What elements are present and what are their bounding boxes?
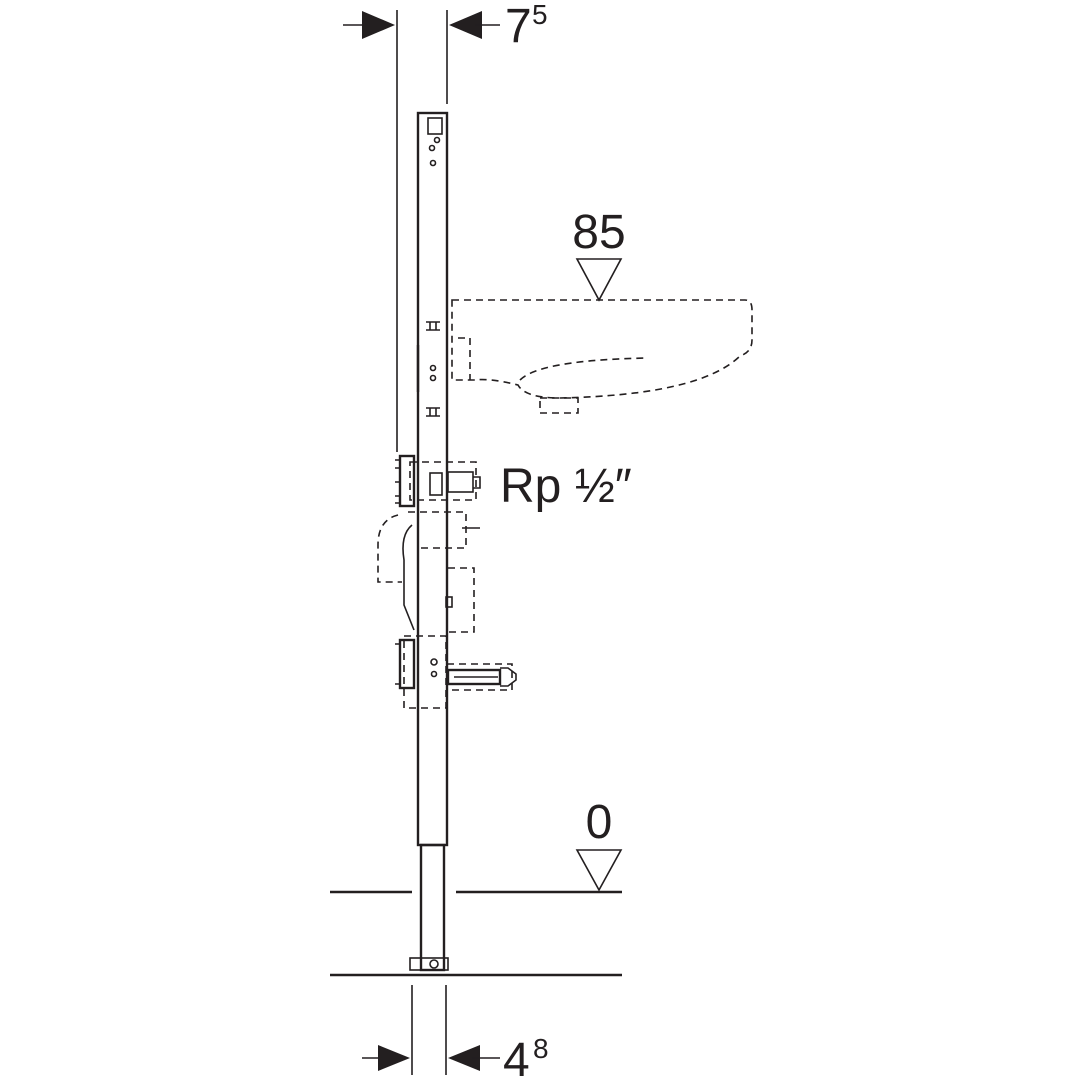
basin-bracket-lower [426,407,440,417]
top-dimension-left-arrow-icon [362,11,395,39]
basin-level-value: 85 [572,206,625,259]
lower-hole-icon [430,658,438,666]
drain-outlet-housing [447,663,513,691]
bottom-dimension-left-arrow-icon [378,1045,410,1071]
top-width-dimension: 7 5 [343,0,548,452]
drain-outlet-pipe [446,668,502,686]
lower-bracket-ticks [395,643,400,685]
bottom-width-value: 4 [503,1034,530,1080]
supply-nut [473,476,481,489]
top-width-value: 7 [505,0,532,53]
connection-label: Rp ½″ [500,460,632,513]
lower-bracket [398,638,416,690]
trap-bend-outer [377,514,402,583]
floor-level-value: 0 [586,796,613,849]
lower-hole-icon [430,670,438,678]
top-hole-icon [429,159,437,167]
top-bracket-slot [427,117,443,135]
water-supply-connection: Rp ½″ [395,454,632,513]
trap-housing-lower [448,567,475,633]
top-hole-icon [433,136,441,144]
top-width-superscript: 5 [532,0,548,30]
lower-fixing-housing [403,635,447,709]
trap-clip [445,596,453,608]
frame-foot-plate [409,957,449,971]
bottom-dimension-right-arrow-icon [448,1045,480,1071]
washbasin-drain [539,397,579,414]
drain-outlet-nut [500,667,517,687]
drain-trap-section [377,511,480,633]
supply-bracket-ticks [395,459,400,504]
foot-screw-icon [429,959,439,969]
mid-hole-icon [429,374,437,382]
mid-hole-icon [429,364,437,372]
supply-housing [409,461,477,501]
trap-pipe-line [402,524,415,631]
bottom-width-superscript: 8 [533,1033,549,1064]
basin-level-triangle-icon [575,258,623,302]
washbasin-body [451,299,753,399]
supply-fitting [447,471,474,493]
supply-bracket [398,454,416,508]
frame-column [409,111,449,972]
basin-level-marker: 85 [572,206,626,302]
frame-foot-extension [419,843,446,972]
top-hole-icon [428,144,436,152]
basin-bracket-upper [426,321,440,331]
top-dimension-right-arrow-icon [449,11,482,39]
washbasin-outline [451,299,753,414]
washbasin-bowl-curve [519,357,649,381]
supply-valve-body [429,472,443,496]
floor-level-marker: 0 [575,796,623,892]
trap-housing-upper [408,511,467,549]
lower-fixing-connection [395,635,517,709]
washbasin-back-edge [458,337,471,380]
bottom-width-dimension: 4 8 [362,985,549,1080]
floor-level-triangle-icon [575,849,623,892]
